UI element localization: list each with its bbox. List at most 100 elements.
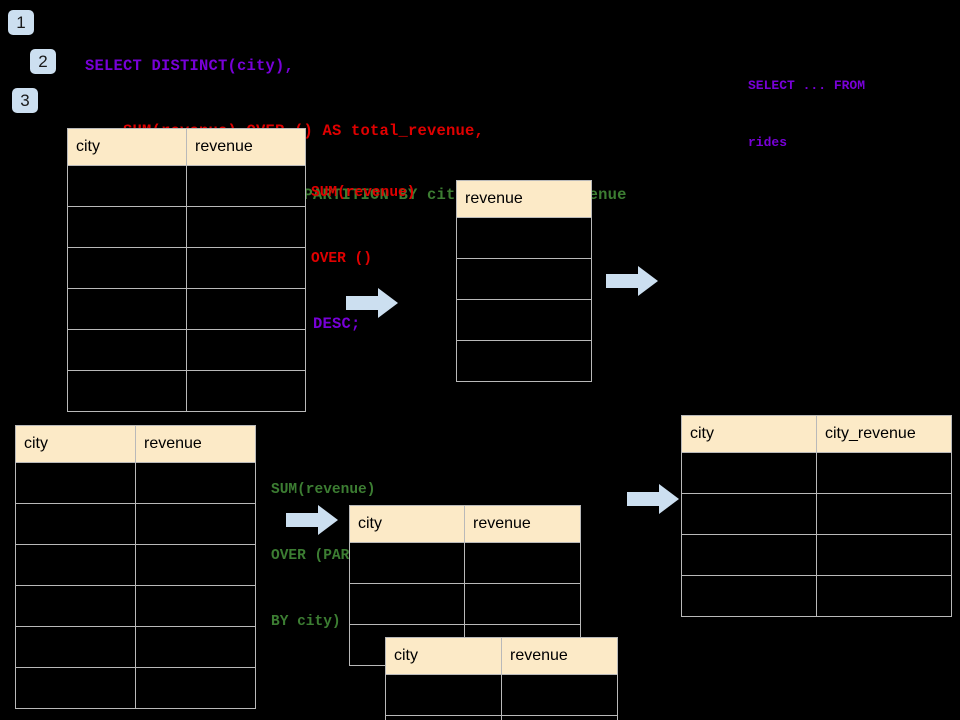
table-cell [186,165,306,207]
side-note-line-1: SELECT ... FROM [748,78,866,93]
table-row [385,674,618,716]
table-cell [67,206,187,248]
table-cell [186,247,306,289]
column-header-city-revenue: city_revenue [816,415,952,453]
column-header-city: city [385,637,502,675]
table-cell [349,542,465,584]
table-header-row: revenue [456,180,592,218]
table-row [349,583,581,625]
table-row [15,503,256,545]
arrow-revenue-to-result [606,266,658,296]
column-header-city: city [67,128,187,166]
table-row [456,340,592,382]
column-header-revenue: revenue [135,425,256,463]
arrow-source-to-partition [286,505,338,535]
column-header-revenue: revenue [186,128,306,166]
step-badge-3: 3 [12,88,38,113]
table-cell [456,340,592,382]
table-cell [15,544,136,586]
table-row [67,247,306,289]
column-header-revenue: revenue [501,637,618,675]
table-header-row: city revenue [15,425,256,463]
annotation-city-revenue: SUM(revenue) OVER (PARTITION BY city) [271,435,402,677]
table-cell [67,165,187,207]
table-cell [135,462,256,504]
table-cell [186,329,306,371]
arrow-source-to-revenue [346,288,398,318]
table-cell [349,583,465,625]
table-cell [501,715,618,720]
table-cell [816,452,952,494]
table-cell [456,299,592,341]
table-row [349,542,581,584]
table-header-row: city revenue [349,505,581,543]
table-cell [135,585,256,627]
table-cell [816,534,952,576]
table-row [67,206,306,248]
table-row [456,299,592,341]
table-row [681,493,952,535]
table-cell [67,370,187,412]
table-row [456,217,592,259]
table-row [15,667,256,709]
table-cell [186,288,306,330]
table-row [67,329,306,371]
table-row [385,715,618,720]
table-cell [135,667,256,709]
table-row [67,165,306,207]
annotation-total-revenue-line-1: SUM(revenue) [311,185,416,201]
table-cell [67,288,187,330]
table-header-row: city revenue [67,128,306,166]
column-header-city: city [349,505,465,543]
table-cell [186,370,306,412]
annotation-total-revenue-line-2: OVER () [311,251,372,267]
table-header-row: city city_revenue [681,415,952,453]
table-cell [385,715,502,720]
table-cell [15,503,136,545]
column-header-city: city [15,425,136,463]
table-cell [67,247,187,289]
table-cell [186,206,306,248]
column-header-city: city [681,415,817,453]
table-cell [385,674,502,716]
side-note-line-2: rides [748,135,788,150]
annotation-total-revenue: SUM(revenue) OVER () [311,138,415,314]
table-cell [456,217,592,259]
table-cell [456,258,592,300]
table-header-row: city revenue [385,637,618,675]
table-row [67,370,306,412]
table-cell [681,575,817,617]
side-note-select-from: SELECT ... FROM rides [748,38,865,190]
column-header-revenue: revenue [456,180,592,218]
table-row [681,534,952,576]
table-cell [15,626,136,668]
table-source-top: city revenue [67,128,306,412]
annotation-city-revenue-line-3: BY city) [271,614,341,630]
table-cell [15,585,136,627]
table-cell [816,575,952,617]
table-cell [464,583,581,625]
table-cell [135,544,256,586]
table-row [67,288,306,330]
table-partition-b: city revenue [385,637,618,720]
table-revenue-only: revenue [456,180,592,382]
table-row [456,258,592,300]
table-cell [501,674,618,716]
step-badge-2: 2 [30,49,56,74]
annotation-city-revenue-line-1: SUM(revenue) [271,482,376,498]
table-row [15,585,256,627]
table-cell [816,493,952,535]
table-row [681,452,952,494]
table-row [681,575,952,617]
column-header-revenue: revenue [464,505,581,543]
step-badge-1: 1 [8,10,34,35]
table-cell [681,452,817,494]
table-cell [15,462,136,504]
table-cell [681,493,817,535]
sql-line-select: SELECT DISTINCT(city), [85,57,295,75]
table-cell [15,667,136,709]
table-row [15,462,256,504]
table-row [15,626,256,668]
table-cell [135,503,256,545]
